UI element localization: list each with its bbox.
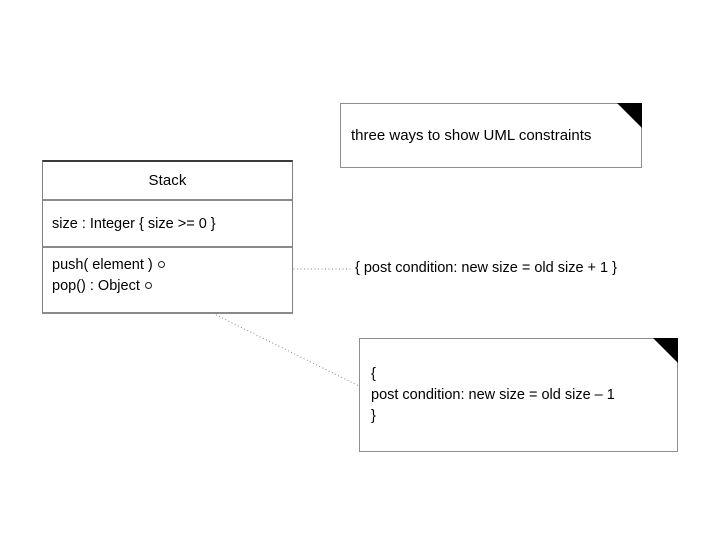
class-operations-compartment: push( element ) pop() : Object [43, 248, 292, 314]
note-fold-corner-icon [653, 338, 678, 363]
note-line: { [371, 365, 376, 382]
note-box-title[interactable]: three ways to show UML constraints [340, 103, 642, 168]
class-operation-row: pop() : Object [52, 275, 292, 296]
constraint-anchor-icon[interactable] [157, 261, 165, 268]
note-line: post condition: new size = old size – 1 [371, 386, 615, 403]
class-operation-row: push( element ) [52, 254, 292, 275]
note-body: three ways to show UML constraints [341, 104, 641, 167]
inline-constraint-text: { post condition: new size = old size + … [355, 260, 617, 276]
note-fold-corner-icon [617, 103, 642, 128]
constraint-anchor-icon[interactable] [144, 282, 152, 289]
class-attributes-compartment: size : Integer { size >= 0 } [43, 201, 292, 248]
class-operation-label: pop() : Object [52, 277, 140, 294]
class-operation-label: push( element ) [52, 256, 153, 273]
note-body: { post condition: new size = old size – … [360, 339, 677, 451]
note-box-postcondition[interactable]: { post condition: new size = old size – … [359, 338, 678, 452]
class-name-label: Stack [148, 172, 187, 189]
class-name-compartment: Stack [43, 162, 292, 201]
class-attribute-row: size : Integer { size >= 0 } [52, 215, 216, 232]
note-line: three ways to show UML constraints [351, 127, 592, 144]
note-line: } [371, 407, 376, 424]
class-box-stack[interactable]: Stack size : Integer { size >= 0 } push(… [42, 160, 293, 314]
